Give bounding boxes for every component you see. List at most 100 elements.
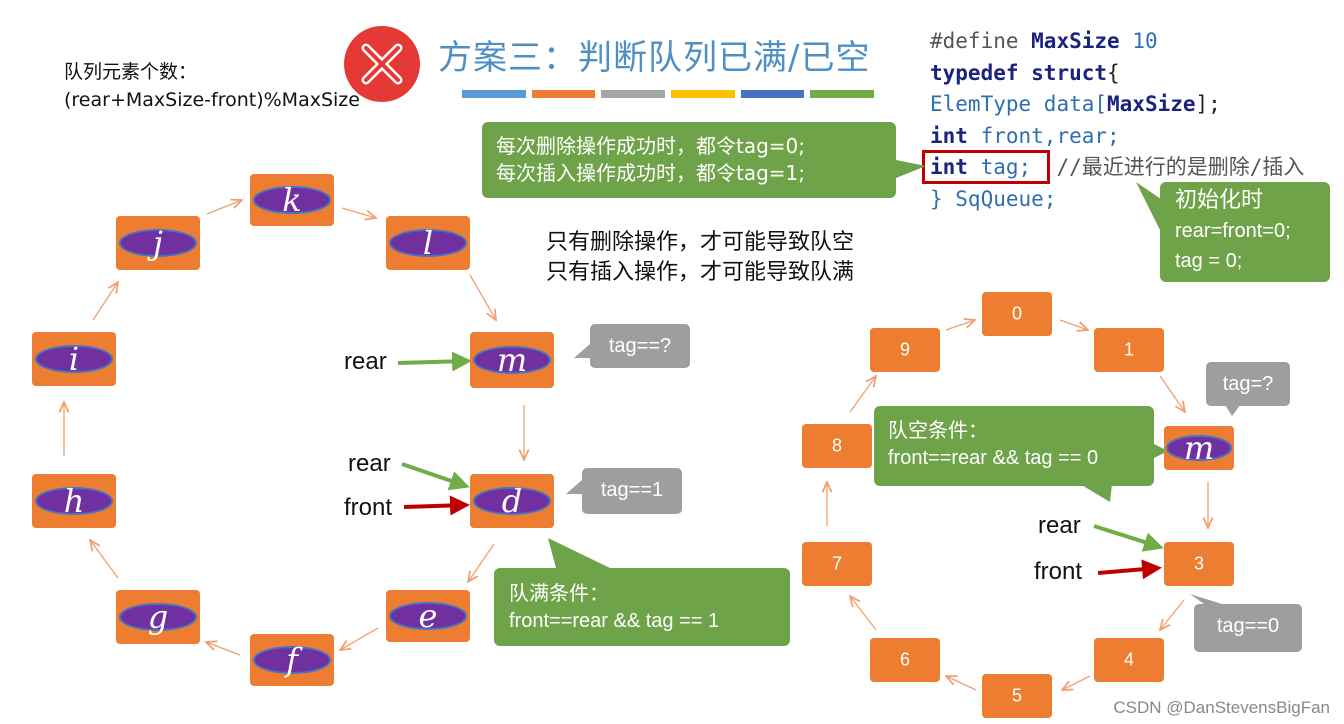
tag-full-box: tag==1 bbox=[582, 468, 682, 514]
left-node-l: l bbox=[386, 216, 470, 270]
code-comment: //最近进行的是删除/插入 bbox=[1031, 155, 1305, 179]
empty-callout-pointer bbox=[1154, 444, 1168, 458]
empty-callout-pointer bbox=[1080, 484, 1112, 502]
node-oval bbox=[473, 487, 551, 515]
node-label: 8 bbox=[831, 435, 842, 456]
full-condition-title: 队满条件： bbox=[509, 581, 609, 605]
node-oval bbox=[119, 603, 197, 631]
node-label: e bbox=[418, 597, 438, 635]
node-label: d bbox=[501, 482, 523, 520]
node-label: 7 bbox=[831, 553, 842, 574]
left-node-f: f bbox=[250, 634, 334, 686]
left-node-i: i bbox=[32, 332, 116, 386]
node-label: g bbox=[147, 598, 169, 636]
code-token: int bbox=[930, 155, 968, 179]
tag-unknown-box: tag==? bbox=[590, 324, 690, 368]
node-oval bbox=[253, 646, 331, 674]
node-label: f bbox=[286, 641, 298, 679]
tag-empty-box: tag==0 bbox=[1194, 604, 1302, 652]
right-node-9: 9 bbox=[870, 328, 940, 372]
code-token: } SqQueue; bbox=[930, 186, 1057, 211]
note-delete: 只有删除操作，才可能导致队空 bbox=[546, 230, 855, 255]
empty-condition-expr: front==rear && tag == 0 bbox=[888, 447, 1099, 469]
left-node-e: e bbox=[386, 590, 470, 642]
code-token: tag; bbox=[967, 155, 1032, 179]
empty-condition-title: 队空条件： bbox=[888, 418, 988, 442]
note-insert: 只有插入操作，才可能导致队满 bbox=[546, 260, 855, 285]
left-node-g: g bbox=[116, 590, 200, 644]
node-label: 6 bbox=[899, 649, 910, 670]
grey-box-pointer bbox=[566, 480, 582, 494]
node-label: i bbox=[68, 340, 80, 378]
tag-unknown-box: tag=? bbox=[1206, 362, 1290, 406]
right-node-4: 4 bbox=[1094, 638, 1164, 682]
element-count-label: 队列元素个数： bbox=[64, 61, 198, 83]
title-underline bbox=[462, 90, 875, 98]
node-label: l bbox=[422, 224, 434, 262]
full-condition-expr: front==rear && tag == 1 bbox=[509, 610, 720, 632]
right-node-8: 8 bbox=[802, 424, 872, 468]
code-token: int bbox=[930, 123, 968, 148]
code-block: #define MaxSize 10 typedef struct{ ElemT… bbox=[930, 26, 1304, 215]
front-pointer-arrow bbox=[1097, 559, 1162, 580]
right-node-0: 0 bbox=[982, 292, 1052, 336]
front-label: front bbox=[1034, 558, 1083, 585]
left-ring-links bbox=[64, 200, 524, 656]
full-condition-callout: 队满条件： front==rear && tag == 1 bbox=[494, 568, 790, 646]
node-label: k bbox=[282, 181, 302, 219]
rear-pointer-arrow bbox=[1093, 524, 1164, 552]
tag-rule-insert: 每次插入操作成功时，都令tag=1; bbox=[496, 161, 806, 185]
rear-label: rear bbox=[1038, 512, 1081, 539]
right-node-1: 1 bbox=[1094, 328, 1164, 372]
rear-pointer-arrow bbox=[397, 351, 472, 372]
node-oval bbox=[389, 229, 467, 257]
node-label: j bbox=[153, 224, 163, 262]
node-label: 1 bbox=[1123, 339, 1134, 360]
right-node-m: m bbox=[1164, 426, 1234, 470]
code-token: typedef bbox=[930, 60, 1019, 85]
code-token: ]; bbox=[1195, 92, 1221, 116]
code-token: #define bbox=[930, 29, 1032, 53]
node-label: m bbox=[1183, 429, 1215, 467]
node-label: 5 bbox=[1011, 685, 1022, 706]
code-token: ElemType bbox=[930, 92, 1032, 116]
operation-notes: 只有删除操作，才可能导致队空 只有插入操作，才可能导致队满 bbox=[546, 228, 854, 288]
node-oval bbox=[35, 487, 113, 515]
tag-rule-callout: 每次删除操作成功时，都令tag=0; 每次插入操作成功时，都令tag=1; bbox=[482, 122, 896, 198]
init-tag: tag = 0; bbox=[1175, 250, 1243, 272]
code-token: front,rear; bbox=[967, 123, 1120, 148]
rear-label: rear bbox=[348, 450, 391, 477]
node-label: 3 bbox=[1193, 553, 1204, 574]
node-label: 4 bbox=[1123, 649, 1134, 670]
node-oval bbox=[473, 346, 551, 374]
front-pointer-arrow bbox=[403, 495, 470, 516]
code-token: MaxSize bbox=[1107, 92, 1196, 116]
element-count-expression: (rear+MaxSize-front)%MaxSize bbox=[64, 89, 360, 111]
left-node-j: j bbox=[116, 216, 200, 270]
node-oval bbox=[389, 602, 467, 630]
node-label: m bbox=[496, 341, 528, 379]
node-oval bbox=[35, 345, 113, 373]
error-icon bbox=[342, 24, 422, 104]
node-label: h bbox=[63, 482, 85, 520]
element-count-formula: 队列元素个数： (rear+MaxSize-front)%MaxSize bbox=[64, 58, 360, 114]
right-node-7: 7 bbox=[802, 542, 872, 586]
init-pointers: rear=front=0; bbox=[1175, 220, 1291, 242]
right-node-6: 6 bbox=[870, 638, 940, 682]
grey-box-pointer bbox=[574, 344, 590, 358]
code-token: data[ bbox=[1031, 92, 1108, 116]
rear-label: rear bbox=[344, 348, 387, 375]
node-label: 9 bbox=[899, 339, 910, 360]
watermark: CSDN @DanStevensBigFan bbox=[1113, 698, 1330, 717]
empty-condition-callout: 队空条件： front==rear && tag == 0 bbox=[874, 406, 1154, 486]
node-label: 0 bbox=[1011, 303, 1022, 324]
node-oval bbox=[119, 229, 197, 257]
node-oval bbox=[1166, 435, 1232, 461]
left-node-d: d bbox=[470, 474, 554, 528]
front-label: front bbox=[344, 494, 393, 521]
left-node-k: k bbox=[250, 174, 334, 226]
node-oval bbox=[253, 186, 331, 214]
page-title: 方案三：判断队列已满/已空 bbox=[438, 38, 871, 78]
code-token: MaxSize bbox=[1031, 29, 1120, 53]
left-node-h: h bbox=[32, 474, 116, 528]
